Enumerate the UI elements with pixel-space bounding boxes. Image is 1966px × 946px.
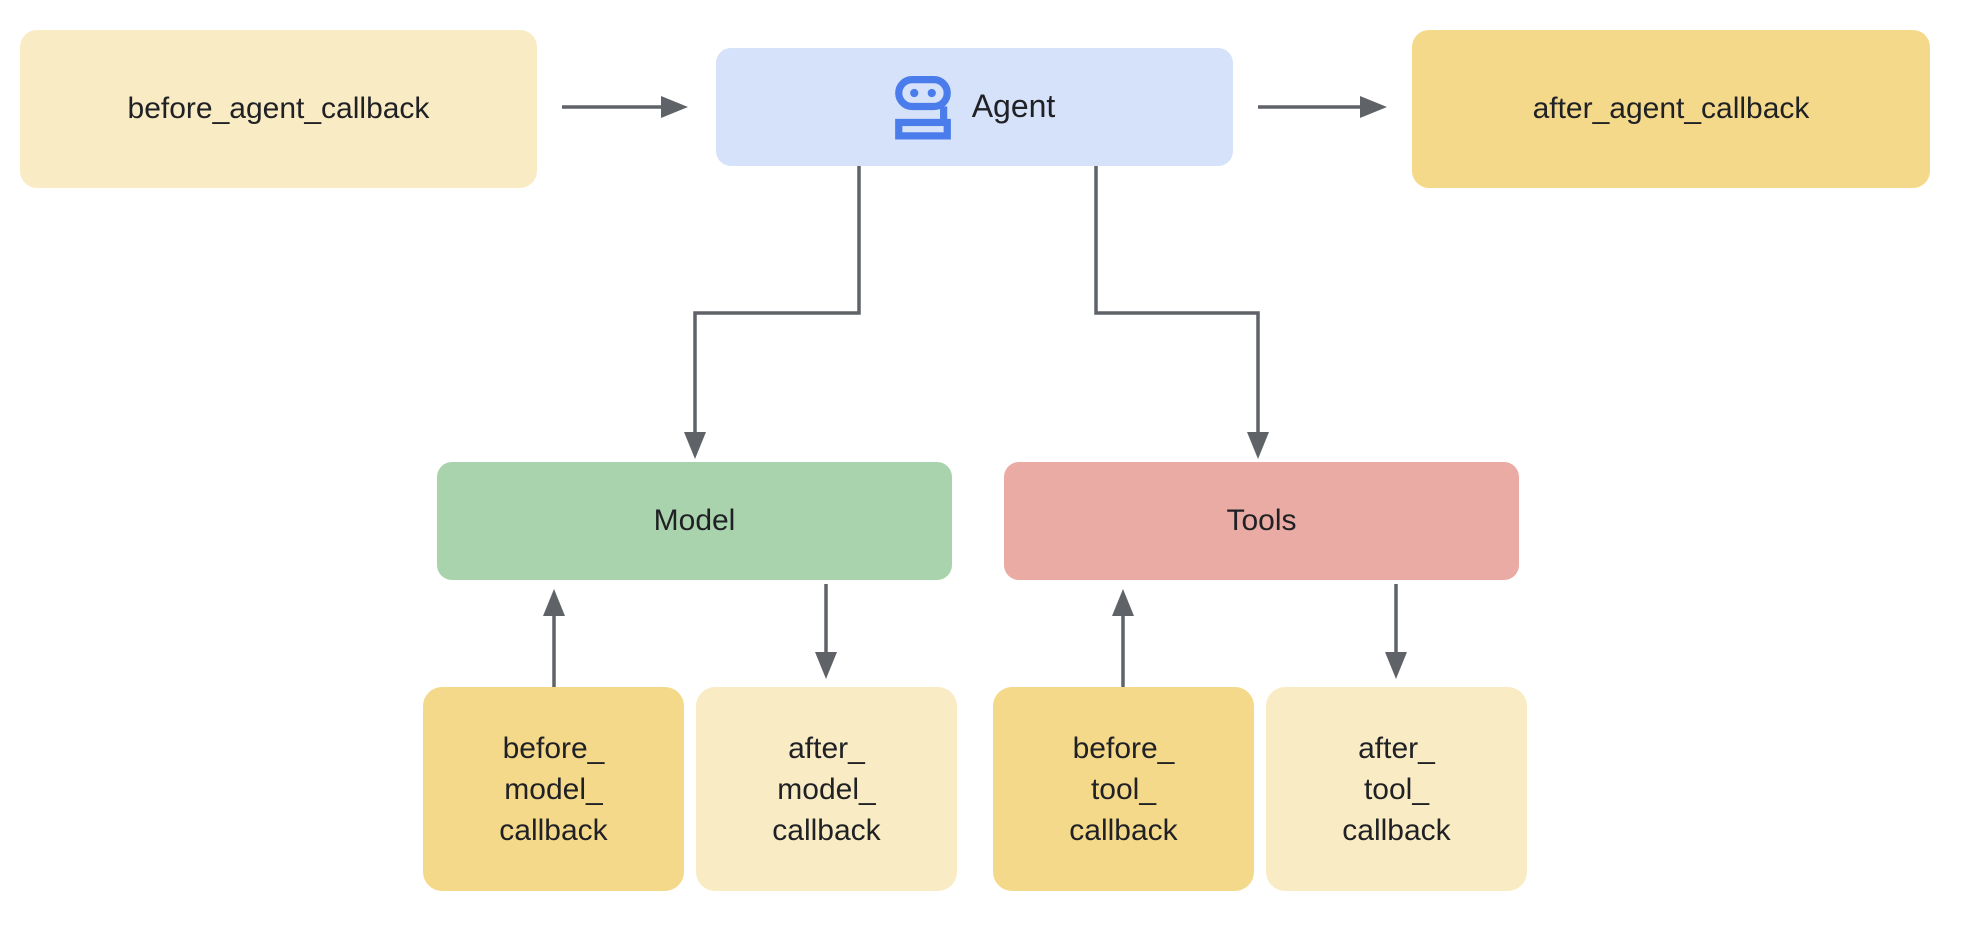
node-before-tool-callback: before_ tool_ callback: [993, 687, 1254, 891]
edge-agent-to-after-agent: [1258, 96, 1387, 118]
edge-agent-to-tools: [1094, 166, 1269, 459]
node-after-model-callback: after_ model_ callback: [696, 687, 957, 891]
node-after-model-callback-label: after_ model_ callback: [772, 731, 881, 847]
arrowhead-down-icon: [1247, 432, 1269, 459]
arrowhead-down-icon: [684, 432, 706, 459]
edge-tools-to-after-tool: [1385, 584, 1407, 679]
node-before-tool-callback-label: before_ tool_ callback: [1069, 731, 1178, 847]
edge-agent-to-model: [684, 166, 861, 459]
arrowhead-right-icon: [1360, 96, 1387, 118]
node-before-agent-callback: before_agent_callback: [20, 30, 537, 188]
arrowhead-right-icon: [661, 96, 688, 118]
node-after-agent-callback-label: after_agent_callback: [1532, 91, 1810, 125]
node-before-model-callback: before_ model_ callback: [423, 687, 684, 891]
node-tools-label: Tools: [1226, 503, 1297, 537]
edge-model-to-after-model: [815, 584, 837, 679]
robot-icon: [894, 75, 952, 140]
node-after-tool-callback-label: after_ tool_ callback: [1342, 731, 1451, 847]
edge-line: [1094, 166, 1260, 432]
edge-before-agent-to-agent: [562, 96, 688, 118]
arrowhead-up-icon: [543, 589, 565, 616]
edge-before-tool-to-tools: [1112, 589, 1134, 690]
arrowhead-down-icon: [1385, 652, 1407, 679]
node-before-agent-callback-label: before_agent_callback: [127, 91, 430, 125]
node-after-agent-callback: after_agent_callback: [1412, 30, 1930, 188]
node-after-tool-callback: after_ tool_ callback: [1266, 687, 1527, 891]
edge-line: [693, 166, 861, 432]
node-agent: Agent: [716, 48, 1233, 166]
node-model-label: Model: [653, 503, 736, 537]
edge-before-model-to-model: [543, 589, 565, 690]
node-model: Model: [437, 462, 952, 580]
arrowhead-up-icon: [1112, 589, 1134, 616]
arrowhead-down-icon: [815, 652, 837, 679]
node-tools: Tools: [1004, 462, 1519, 580]
node-before-model-callback-label: before_ model_ callback: [499, 731, 608, 847]
node-agent-label: Agent: [971, 88, 1056, 125]
